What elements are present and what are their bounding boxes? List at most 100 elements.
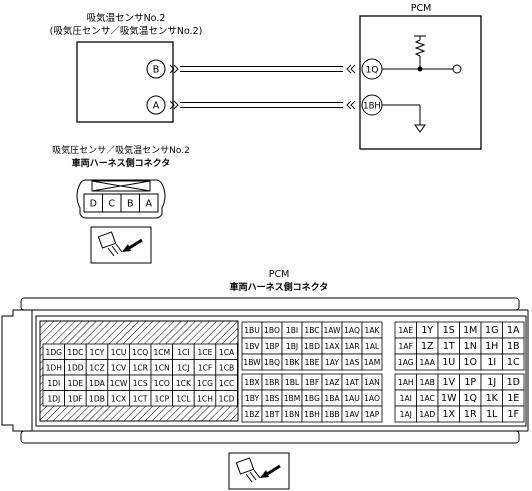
pcm-connector-pin-label: 1AP: [365, 410, 380, 419]
pcm-connector-pin-label: 1BN: [284, 410, 300, 419]
pcm-connector-pin-label: 1T: [443, 341, 455, 352]
sensor-connector-pin-label: B: [127, 199, 134, 210]
pcm-connector-pin-label: 1CJ: [177, 363, 189, 372]
pcm-connector-pin-label: 1C: [507, 357, 520, 368]
pcm-connector-pin-label: 1BD: [304, 342, 320, 351]
pcm-connector-pin-label: 1DE: [68, 379, 84, 388]
pcm-connector-pin-label: 1CT: [133, 394, 148, 403]
pcm-connector-pin-label: 1CH: [197, 394, 213, 403]
pcm-connector-pin-label: 1F: [507, 409, 519, 420]
pcm-connector-pin-cell: [361, 405, 383, 423]
pcm-connector-pin-label: 1CG: [197, 379, 213, 388]
pcm-connector-pin-label: 1X: [442, 409, 455, 420]
pcm-connector-pin-label: 1AG: [398, 358, 414, 367]
pcm-connector-pin-label: 1DD: [67, 363, 84, 372]
pcm-connector-pin-label: 1BG: [304, 394, 320, 403]
pcm-connector-pin-label: 1AL: [365, 342, 380, 351]
pcm-connector-pin-label: 1R: [464, 409, 477, 420]
pcm-connector-pin-label: 1BY: [245, 394, 260, 403]
pcm-pin-1bh-label: 1BH: [363, 102, 381, 112]
pcm-pin-1q-label: 1Q: [366, 66, 379, 76]
sensor-connector-subtitle: 車両ハーネス側コネクタ: [72, 157, 171, 169]
pcm-connector-pin-label: 1BR: [264, 378, 280, 387]
pcm-connector-pin-label: 1BC: [304, 326, 319, 335]
pcm-connector-pin-label: 1BZ: [244, 410, 259, 419]
pcm-connector-pin-label: 1CY: [90, 348, 105, 357]
sensor-box: [76, 41, 174, 123]
pcm-connector-pin-label: 1DA: [89, 379, 106, 388]
pcm-connector-pin-label: 1AV: [345, 410, 361, 419]
pcm-connector-pin-label: 1D: [507, 377, 520, 388]
pcm-connector-pin-label: 1CM: [153, 348, 170, 357]
pcm-connector-pin-label: 1CN: [154, 363, 170, 372]
pcm-connector-pin-label: 1Y: [421, 325, 433, 336]
sensor-pin-b: [146, 59, 166, 79]
pcm-connector-pin-label: 1AW: [323, 326, 341, 335]
pcm-connector-body: [1, 297, 529, 444]
pcm-connector-pin-label: 1AM: [364, 358, 381, 367]
pcm-connector-pin-label: 1DF: [68, 394, 83, 403]
pcm-connector-pin-label: 1K: [486, 393, 499, 404]
sensor-connector-title: 吸気圧センサ／吸気温センサNo.2: [52, 144, 190, 156]
pcm-connector-pin-label: 1AJ: [400, 410, 412, 419]
pcm-connector-pin-label: 1CQ: [132, 348, 148, 357]
pcm-connector-pin-label: 1BI: [286, 326, 298, 335]
pcm-connector-pin-label: 1AX: [324, 342, 339, 351]
pcm-connector-pin-cell: [502, 405, 525, 423]
pcm-connector-pin-label: 1CF: [198, 363, 213, 372]
pcm-connector-pin-label: 1BU: [244, 326, 260, 335]
pcm-connector-pin-label: 1BA: [324, 394, 340, 403]
pcm-connector-pin-label: 1BH: [304, 410, 320, 419]
sensor-pin-b-label: B: [153, 65, 160, 76]
sensor-connector-pin-label: A: [146, 199, 153, 210]
pcm-connector-pin-label: 1CO: [154, 379, 170, 388]
pcm-connector-pin-label: 1BP: [265, 342, 280, 351]
pcm-connector-pin-label: 1DC: [67, 348, 83, 357]
pcm-connector-pin-label: 1AK: [364, 326, 380, 335]
pcm-connector-pin-label: 1AS: [345, 358, 360, 367]
pcm-connector-pin-label: 1DI: [47, 379, 60, 388]
pcm-connector-pin-label: 1AE: [398, 326, 413, 335]
pcm-connector-pin-label: 1AN: [364, 378, 380, 387]
pcm-connector-pin-label: 1DH: [46, 363, 62, 372]
pcm-connector-title: PCM: [269, 269, 290, 280]
pcm-connector-pin-label: 1P: [464, 377, 476, 388]
pcm-connector-pin-cell: [361, 353, 383, 371]
pcm-connector-pin-label: 1BL: [285, 378, 300, 387]
pcm-connector-pin-label: 1A: [507, 325, 520, 336]
sensor-subtitle: (吸気圧センサ／吸気温センサNo.2): [50, 25, 203, 37]
pcm-internal-circuit: [382, 35, 462, 133]
pcm-connector-pin-label: 1Z: [421, 341, 434, 352]
pcm-connector-pin-label: 1BK: [284, 358, 300, 367]
sensor-connector-pin-cell: [139, 193, 159, 213]
pcm-connector-pin-label: 1Q: [463, 393, 477, 404]
pcm-connector-pin-label: 1CA: [219, 348, 235, 357]
connector-view-icon: [90, 226, 152, 264]
pcm-connector-pin-label: 1BJ: [286, 342, 298, 351]
pcm-connector-pin-label: 1CU: [111, 348, 127, 357]
pcm-connector-pin-label: 1CW: [110, 379, 128, 388]
pcm-connector-pin-label: 1BS: [265, 394, 280, 403]
pcm-connector-pin-label: 1AF: [399, 342, 413, 351]
pcm-connector-pin-label: 1G: [485, 325, 498, 336]
pcm-connector-pin-label: 1AU: [344, 394, 360, 403]
pcm-connector-pin-label: 1S: [443, 325, 455, 336]
pcm-connector-pin-label: 1CB: [219, 363, 234, 372]
pcm-connector-pin-label: 1CD: [219, 394, 235, 403]
pcm-connector-pin-label: 1CL: [176, 394, 191, 403]
pcm-connector-pin-label: 1E: [507, 393, 519, 404]
pcm-connector-pin-label: 1L: [486, 409, 498, 420]
pcm-connector-pin-label: 1BX: [244, 378, 259, 387]
wire-a-to-1bh: [180, 102, 343, 108]
sensor-pin-a: [146, 95, 166, 115]
pcm-connector-pin-label: 1J: [487, 377, 496, 388]
pcm-connector-pin-label: 1W: [441, 393, 457, 404]
pcm-connector-pin-label: 1AR: [344, 342, 360, 351]
pcm-connector-pin-label: 1AH: [398, 378, 414, 387]
wire-b-to-1q: [180, 66, 343, 72]
pcm-connector-pin-label: 1AB: [420, 378, 435, 387]
